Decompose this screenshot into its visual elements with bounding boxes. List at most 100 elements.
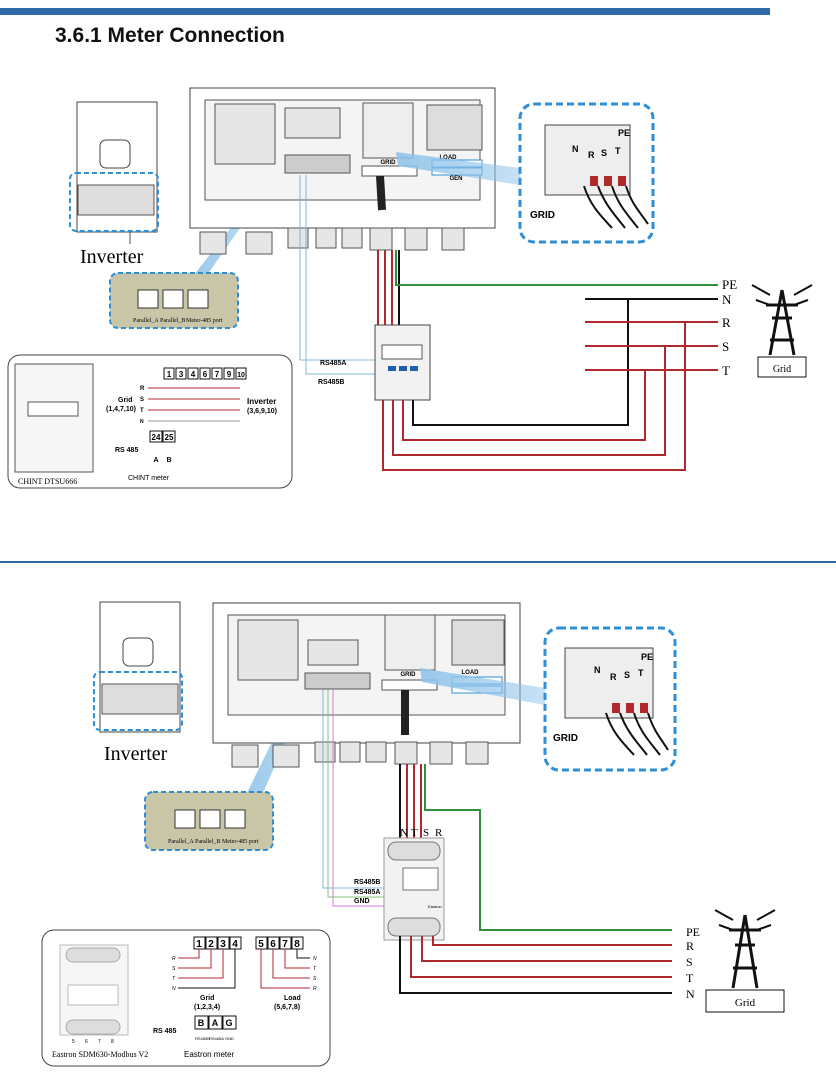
terminal-gen-label: GEN [449,176,462,182]
inset-terminal-6: 6 [203,370,208,379]
meter2-top-r: R [435,827,443,839]
inset2-load-box-6: 6 [270,939,276,950]
inset-rs485-label: RS 485 [115,447,138,454]
grid-box2-pe: PE [641,652,653,662]
grid-box2-phase-s: S [624,670,630,680]
terminal2-grid-label: GRID [401,672,417,678]
inverter-to-meter-wires-2 [322,690,672,931]
port2-label-meter-485: Meter-485 port [222,839,259,845]
rs485b-label-2: RS485B [354,879,380,886]
inset2-rs485-b: B [198,1018,205,1028]
inset-meter-name: CHINT meter [128,475,170,482]
inset-terminals: 1 3 4 6 7 9 10 [163,367,247,380]
inset2-load-box-5: 5 [258,939,264,950]
inset2-sub-rs485a: RS485A [209,1036,224,1041]
inset2-rrow-n: N [313,956,317,962]
inset2-load-label: Load [284,995,301,1002]
inverter-panel-2: GRID LOAD [212,602,521,768]
grid-box-phase-r: R [588,150,595,160]
ports-panel-2: Parallel_A Parallel_B Meter-485 port [144,791,274,851]
inverter-unit [69,101,159,244]
inset2-load-box-8: 8 [294,939,300,950]
tower2-label: Grid [735,997,756,1009]
inset-terminal-9: 9 [227,370,232,379]
grid2-line-r: R [686,939,694,953]
page-title: 3.6.1 Meter Connection [55,24,285,47]
grid2-line-n: N [686,987,695,1001]
terminal2-load-label: LOAD [462,670,480,676]
section-divider [0,561,836,563]
inset2-grid-box-2: 2 [208,939,214,950]
inset2-row-r: R [172,956,176,962]
mini-num-8: 8 [111,1039,114,1045]
inset-rs485-term-25: 25 [165,433,174,442]
diagram-2: Inverter Parallel_A Parallel_B Meter-485… [41,601,785,1067]
inset-terminal-1: 1 [167,370,172,379]
inset2-grid-box-4: 4 [232,939,238,950]
meter-to-grid-wires-2 [399,936,672,994]
inset2-rs485-label: RS 485 [153,1028,176,1035]
grid-line-t: T [722,363,730,378]
inset2-load-box-7: 7 [282,939,288,950]
inset2-rs485-a: A [212,1018,219,1028]
inset2-row-n: N [172,986,176,992]
port-label-meter-485: Meter-485 port [186,318,223,324]
grid-box-label: GRID [530,210,555,221]
port-label-parallel-b: Parallel_B [160,318,185,324]
inset-terminal-3: 3 [179,370,184,379]
inverter-unit-2 [93,601,183,733]
inverter-label: Inverter [80,246,144,268]
inset2-row-t: T [172,976,176,982]
grid-line-n: N [722,292,732,307]
inset2-rrow-t: T [313,966,317,972]
ports-panel: Parallel_A Parallel_B Meter-485 port [109,272,239,329]
rs485b-label: RS485B [318,379,344,386]
mini-num-6: 6 [85,1039,88,1045]
diagram-1: Inverter Parallel_A Parallel_B Meter-485… [7,87,813,489]
inset2-grid-box-1: 1 [196,939,202,950]
grid-box2-phase-r: R [610,672,617,682]
grid-line-pe: PE [722,277,737,292]
grid-box-pe: PE [618,128,630,138]
grid-box2-phase-n: N [594,665,601,675]
rs485a-label-2: RS485A [354,889,380,896]
inset-row-r: R [140,386,145,392]
tower-icon-2 [705,909,785,1013]
meter2-top-t: T [411,827,418,839]
eastron-meter: Eastron [383,837,445,941]
mini-num-5: 5 [72,1039,75,1045]
inset-inverter-label: Inverter [247,397,276,406]
inset-terminal-10: 10 [237,372,245,379]
inset-row-t: T [140,408,144,414]
inset2-grid-box-3: 3 [220,939,226,950]
inset-inverter-terms: (3,6,9,10) [247,408,277,415]
inset-terminal-7: 7 [215,370,220,379]
port2-label-parallel-b: Parallel_B [195,839,220,845]
mini-num-7: 7 [98,1039,101,1045]
inset2-row-s: S [172,966,176,972]
inset2-meter-name: Eastron meter [184,1050,235,1059]
grid2-line-pe: PE [686,925,700,939]
inset2-rs485-g: G [225,1018,232,1028]
chint-meter-inset: CHINT DTSU666 1 3 4 6 7 9 10 R S T N [7,354,293,489]
inset2-load-terms: (5,6,7,8) [274,1004,300,1011]
grid-box2-phase-t: T [638,668,644,678]
inset-row-n: N [140,419,144,425]
grid-box-phase-s: S [601,148,607,158]
terminal-load-label: LOAD [440,155,458,161]
inset2-grid-label: Grid [200,995,214,1002]
inset-terminal-4: 4 [191,370,196,379]
header-bar [0,8,770,15]
inset-rs485-term-24: 24 [152,433,161,442]
inset-rs485-a: A [153,457,158,464]
tower-label: Grid [773,364,791,375]
inset2-rrow-r: R [313,986,317,992]
eastron-meter-inset: 5 6 7 8 Eastron SDM630-Modbus V2 1 2 3 4… [41,929,331,1067]
inset-caption: CHINT DTSU666 [18,477,77,486]
port2-label-parallel-a: Parallel_A [168,839,194,845]
grid2-line-s: S [686,955,693,969]
grid-line-s: S [722,339,729,354]
grid-connection-box-2: GRID N R S T PE [543,626,677,772]
meter2-top-n: N [400,827,408,839]
